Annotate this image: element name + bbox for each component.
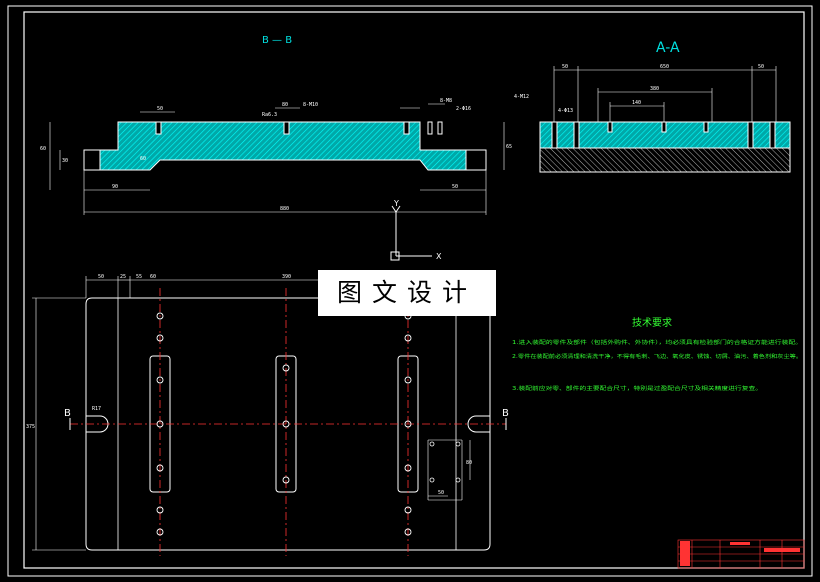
plan-notch-right xyxy=(467,415,490,433)
dim-aa-right-end: 50 xyxy=(758,64,764,70)
dim-bb-height-small: 30 xyxy=(62,158,68,164)
dim-plan-center: 390 xyxy=(282,274,291,280)
tech-req-title: 技术要求 xyxy=(632,316,672,329)
section-mark-right: B xyxy=(502,408,509,419)
dim-bb-pin: 2-Φ16 xyxy=(456,106,471,112)
section-bb-title: B — B xyxy=(262,35,292,46)
dim-plan-left-c: 55 xyxy=(136,274,142,280)
dim-plan-pattern-h: 50 xyxy=(438,490,444,496)
plan-hole-13 xyxy=(404,376,412,384)
title-block xyxy=(677,539,805,569)
plan-hole-15 xyxy=(404,464,412,472)
dim-bb-base-left: 90 xyxy=(112,184,118,190)
tech-requirements: 技术要求 1.进入装配的零件及部件（包括外购件、外协件），均必须具有检验部门的合… xyxy=(512,316,802,392)
dim-bb-total-width: 880 xyxy=(280,206,289,212)
dim-plan-left-a: 50 xyxy=(98,274,104,280)
section-mark-left: B xyxy=(64,408,71,419)
section-bb-hole-1 xyxy=(155,121,162,135)
plan-hole-17 xyxy=(404,528,412,536)
section-bb-end-right xyxy=(465,149,487,171)
dim-bb-roughness: Ra6.3 xyxy=(262,112,277,118)
dim-aa-mid: 380 xyxy=(650,86,659,92)
dim-bb-height-left: 60 xyxy=(40,146,46,152)
section-aa-hole-2 xyxy=(573,121,580,149)
plan-hole-4 xyxy=(156,420,164,428)
watermark: 图文设计 xyxy=(318,270,496,316)
dim-plan-notch: R17 xyxy=(92,406,101,412)
dim-aa-hole-note: 4-Φ13 xyxy=(558,108,573,114)
dim-bb-mid-offset: 80 xyxy=(282,102,288,108)
section-bb-end-left xyxy=(83,149,101,171)
dim-bb-thread-right: 8-M8 xyxy=(440,98,452,104)
section-aa-title: A-A xyxy=(656,40,680,56)
dim-plan-pattern-v: 80 xyxy=(466,460,472,466)
section-bb-hole-2 xyxy=(283,121,290,135)
section-aa-hole-4 xyxy=(661,121,667,133)
plan-hole-6 xyxy=(156,506,164,514)
tech-req-item-1: 1.进入装配的零件及部件（包括外购件、外协件），均必须具有检验部门的合格证方能进… xyxy=(512,338,802,346)
plan-hole-16 xyxy=(404,506,412,514)
section-bb-hole-4 xyxy=(427,121,433,135)
ucs-axis-icon xyxy=(390,205,432,261)
section-aa-hole-3 xyxy=(607,121,613,133)
dim-plan-left-b: 25 xyxy=(120,274,126,280)
dim-bb-step-left: 60 xyxy=(140,156,146,162)
dim-aa-inner: 140 xyxy=(632,100,641,106)
dim-bb-top-offset: 50 xyxy=(157,106,163,112)
section-bb-hole-3 xyxy=(403,121,410,135)
plan-hole-2 xyxy=(156,334,164,342)
dim-aa-overall: 650 xyxy=(660,64,669,70)
plan-hole-1 xyxy=(156,312,164,320)
plan-hole-7 xyxy=(156,528,164,536)
section-aa-hole-5 xyxy=(703,121,709,133)
dim-bb-thread-left: 8-M10 xyxy=(303,102,318,108)
plan-hole-9 xyxy=(282,420,290,428)
plan-hole-5 xyxy=(156,464,164,472)
dim-aa-hole-left: 4-M12 xyxy=(514,94,529,100)
plan-hole-10 xyxy=(282,476,290,484)
dim-aa-left-end: 50 xyxy=(562,64,568,70)
section-aa-hole-6 xyxy=(747,121,754,149)
dim-bb-base-right: 50 xyxy=(452,184,458,190)
plan-view: 50 25 55 60 390 375 R17 50 80 B B xyxy=(26,274,509,556)
inner-frame xyxy=(23,11,805,569)
section-bb-hole-5 xyxy=(437,121,443,135)
section-aa-hole-7 xyxy=(769,121,776,149)
dim-bb-height-right: 65 xyxy=(506,144,512,150)
plan-hole-3 xyxy=(156,376,164,384)
tech-req-item-3: 3.装配前应对零、部件的主要配合尺寸，特别是过盈配合尺寸及相关精度进行复查。 xyxy=(512,384,762,392)
plan-hole-14 xyxy=(404,420,412,428)
tech-req-item-2: 2.零件在装配前必须清理和清洗干净，不得有毛刺、飞边、氧化皮、锈蚀、切屑、油污、… xyxy=(512,352,802,360)
dim-plan-left-d: 60 xyxy=(150,274,156,280)
plan-hole-8 xyxy=(282,364,290,372)
outer-frame xyxy=(7,5,813,577)
axis-y-label: Y xyxy=(393,199,399,208)
axis-x-label: X xyxy=(436,252,442,261)
section-bb-view: B — B 50 80 8-M10 xyxy=(40,35,512,215)
plan-hole-12 xyxy=(404,334,412,342)
section-bb-body xyxy=(99,121,467,171)
dim-plan-height: 375 xyxy=(26,424,35,430)
section-aa-hole-1 xyxy=(551,121,558,149)
section-aa-view: A-A 50 650 50 xyxy=(514,40,791,173)
section-aa-base xyxy=(539,147,791,173)
